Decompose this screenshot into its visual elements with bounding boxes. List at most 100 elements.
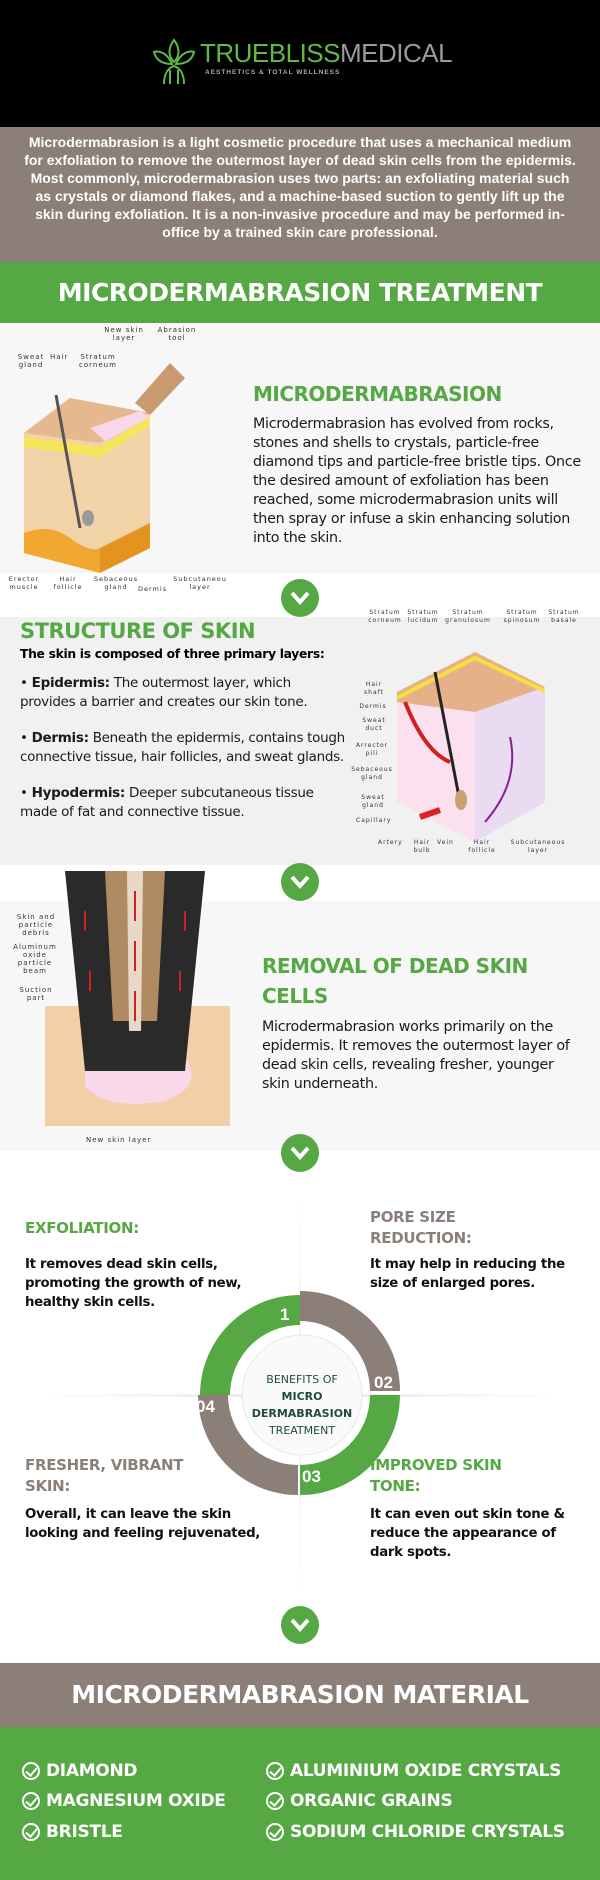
term-hypodermis: Hypodermis: [31,785,126,801]
chevron-down-icon [281,579,319,617]
label-sweat-gland: Sweat gland [17,353,45,369]
label-stratum-basale: Stratum basale [548,609,580,624]
chevron-down-icon [281,1134,319,1172]
check-circle-icon [266,1823,284,1841]
label-hair-follicle: Hair follicle [468,839,496,854]
label-new-skin-layer: New skin layer [86,1136,152,1144]
label-aluminum-oxide-beam: Aluminum oxide particle beam [13,943,57,975]
label-dermis: Dermis [138,585,168,593]
section-microdermabrasion: New skin layer Abrasion tool Sweat gland… [0,323,600,593]
check-circle-icon [22,1792,40,1810]
section3-body: Microdermabrasion works primarily on the… [262,1019,570,1092]
benefit-number: 02 [374,1373,393,1392]
section1-body: Microdermabrasion has evolved from rocks… [253,416,581,546]
header: TRUEBLISSMEDICAL AESTHETICS & TOTAL WELL… [0,0,600,127]
material-item: SODIUM CHLORIDE CRYSTALS [266,1822,565,1842]
benefit-title: FRESHER, VIBRANT SKIN: [25,1456,184,1495]
benefit-text: It removes dead skin cells, promoting th… [25,1257,242,1310]
skin-abrasion-illustration [24,363,185,573]
desc-dermis: Beneath the epidermis, contains tough co… [20,730,345,765]
benefit-title: EXFOLIATION: [25,1219,139,1237]
label-hair-follicle: Hair follicle [53,575,83,591]
term-epidermis: Epidermis: [31,675,110,691]
benefit-title: PORE SIZE REDUCTION: [370,1208,472,1247]
check-circle-icon [266,1762,284,1780]
brand-tagline: AESTHETICS & TOTAL WELLNESS [205,69,341,76]
benefit-number: 1 [280,1305,290,1324]
label-dermis: Dermis [359,703,387,710]
label-stratum-spinosum: Stratum spinosum [503,609,541,624]
label-hair-bulb: Hair bulb [413,839,431,854]
material-label: DIAMOND [46,1761,138,1781]
section3-heading: REMOVAL OF DEAD SKIN CELLS [262,954,528,1008]
intro-text: Microdermabrasion is a light cosmetic pr… [0,127,600,262]
material-label: MAGNESIUM OXIDE [46,1791,226,1811]
benefits-section: BENEFITS OF MICRO DERMABRASION TREATMENT… [0,1175,600,1615]
chevron-down-icon [281,1606,319,1644]
label-sweat-gland: Sweat gland [361,794,385,809]
benefits-center-label: BENEFITS OF MICRO DERMABRASION TREATMENT [232,1371,372,1439]
center-line: DERMABRASION [251,1407,353,1420]
material-item: BRISTLE [22,1822,123,1842]
label-arrector-pili: Arrector pili [355,742,389,757]
material-label: SODIUM CHLORIDE CRYSTALS [290,1822,565,1842]
benefit-text: Overall, it can leave the skin looking a… [25,1507,261,1541]
check-circle-icon [22,1823,40,1841]
label-stratum-granulosum: Stratum granulosum [445,609,491,624]
label-sebaceous-gland: Sebaceous gland [93,575,139,591]
label-suction-part: Suction part [19,986,53,1002]
leaf-logo-icon [152,38,196,85]
section2-intro: The skin is composed of three primary la… [20,647,325,661]
label-abrasion-tool: Abrasion tool [157,326,197,342]
label-stratum-lucidum: Stratum lucidum [407,609,439,624]
label-new-skin-layer: New skin layer [104,326,144,342]
label-erector-muscle: Erector muscle [8,575,40,591]
label-subcutaneous-layer: Subcutaneou layer [173,575,227,591]
material-title: MICRODERMABRASION MATERIAL [0,1663,600,1727]
center-line: MICRO [281,1390,323,1403]
material-item: DIAMOND [22,1761,138,1781]
label-hair: Hair [50,353,69,361]
brand-name-green: TRUEBLISS [200,38,341,68]
material-item: MAGNESIUM OXIDE [22,1791,226,1811]
benefit-text: It may help in reducing the size of enla… [370,1257,565,1291]
desc-epidermis: The outermost layer, which provides a ba… [20,675,308,710]
section-structure-of-skin: STRUCTURE OF SKIN The skin is composed o… [0,609,600,865]
benefits-ring [198,1291,400,1495]
treatment-title: MICRODERMABRASION TREATMENT [0,262,600,323]
material-label: BRISTLE [46,1822,123,1842]
section1-heading: MICRODERMABRASION [253,382,502,406]
benefit-text: It can even out skin tone & reduce the a… [370,1507,565,1560]
term-dermis: Dermis: [31,730,89,746]
benefit-number: 04 [196,1397,215,1416]
list-item: • Epidermis: The outermost layer, which … [20,675,308,710]
label-capillary: Capillary [356,817,392,824]
list-item: • Dermis: Beneath the epidermis, contain… [20,730,345,765]
center-line: BENEFITS OF [266,1373,338,1386]
chevron-down-icon [281,863,319,901]
skin-layer-list: • Epidermis: The outermost layer, which … [20,674,350,822]
label-hair-shaft: Hair shaft [364,681,384,696]
label-stratum-corneum: Stratum corneum [79,353,117,369]
section2-heading: STRUCTURE OF SKIN [20,619,256,643]
label-sweat-duct: Sweat duct [362,717,386,732]
check-circle-icon [22,1762,40,1780]
benefit-number: 03 [302,1467,321,1486]
check-circle-icon [266,1792,284,1810]
logo: TRUEBLISSMEDICAL AESTHETICS & TOTAL WELL… [150,34,453,94]
material-label: ALUMINIUM OXIDE CRYSTALS [290,1761,562,1781]
desc-hypodermis: Deeper subcutaneous tissue made of fat a… [20,785,314,820]
material-item: ALUMINIUM OXIDE CRYSTALS [266,1761,561,1781]
material-item: ORGANIC GRAINS [266,1791,453,1811]
section-removal-dead-skin: Skin and particle debris Aluminum oxide … [0,871,600,1151]
material-label: ORGANIC GRAINS [290,1791,453,1811]
label-skin-particle-debris: Skin and particle debris [16,913,56,937]
brand-name-gray: MEDICAL [340,38,453,68]
suction-tool-illustration [45,871,230,1126]
benefit-title: IMPROVED SKIN TONE: [370,1456,502,1495]
label-subcutaneous-layer: Subcutaneous layer [510,839,566,854]
list-item: • Hypodermis: Deeper subcutaneous tissue… [20,785,314,820]
materials-list: DIAMOND ALUMINIUM OXIDE CRYSTALS MAGNESI… [0,1727,600,1880]
label-stratum-corneum: Stratum corneum [368,609,402,624]
label-sebaceous-gland: Sebaceous gland [351,766,393,781]
